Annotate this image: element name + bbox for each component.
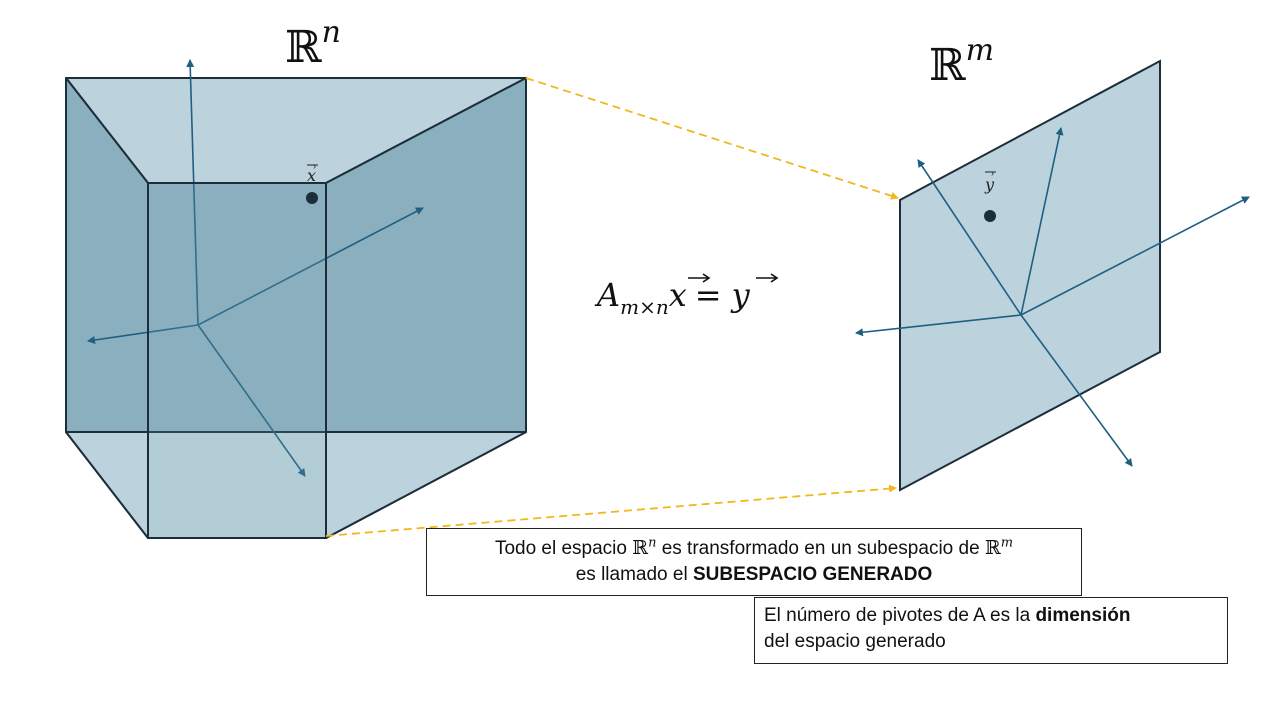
point-y bbox=[984, 210, 996, 222]
equation: Am×nx=y bbox=[594, 273, 779, 319]
codomain-axes bbox=[855, 127, 1250, 467]
cube-front-face-frame bbox=[147, 182, 327, 539]
mapping-line-bottom bbox=[325, 484, 897, 537]
domain-axes bbox=[87, 59, 424, 477]
box2-line1: El número de pivotes de A es la dimensió… bbox=[764, 605, 1131, 626]
box1-line1: Todo el espacio ℝn es transformado en un… bbox=[494, 535, 1014, 559]
vector-x-arrowhead-icon: › bbox=[313, 161, 316, 171]
codomain-axis-left bbox=[855, 314, 1022, 337]
subespacio-generado-term: SUBESPACIO GENERADO bbox=[692, 564, 933, 585]
codomain-space-title: ℝm bbox=[929, 33, 994, 91]
domain-cube bbox=[65, 77, 527, 539]
dimension-term: dimensión bbox=[1035, 605, 1131, 626]
codomain-axis-right bbox=[1020, 196, 1250, 316]
codomain-axis-up bbox=[1020, 127, 1064, 316]
domain-axis-left bbox=[87, 324, 199, 344]
vector-x-label: x bbox=[307, 166, 316, 185]
domain-space-title: ℝn bbox=[285, 15, 341, 73]
codomain-axis-down bbox=[1020, 314, 1133, 467]
domain-axis-right bbox=[197, 207, 424, 326]
mapping-line-top bbox=[525, 77, 899, 200]
equation-text: Am×nx=y bbox=[594, 276, 751, 319]
vector-y-label: y bbox=[984, 175, 995, 194]
domain-axis-down bbox=[197, 324, 306, 477]
box2-line2: del espacio generado bbox=[764, 631, 946, 652]
vector-y-arrowhead-icon: › bbox=[991, 168, 994, 178]
dimension-box: El número de pivotes de A es la dimensió… bbox=[754, 597, 1228, 664]
point-x bbox=[306, 192, 318, 204]
codomain-axis-upper-left bbox=[917, 159, 1022, 316]
subespacio-generado-box: Todo el espacio ℝn es transformado en un… bbox=[426, 528, 1082, 596]
box1-line2: es llamado el SUBESPACIO GENERADO bbox=[575, 564, 933, 585]
domain-axis-up bbox=[186, 59, 199, 326]
